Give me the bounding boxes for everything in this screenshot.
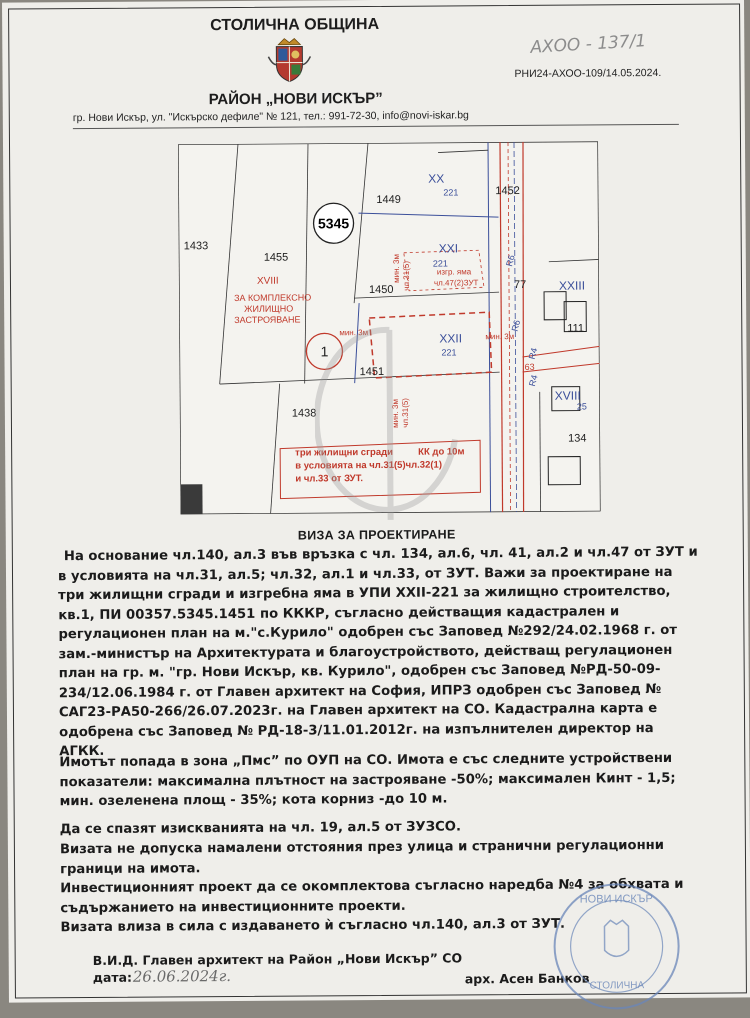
map-annotation: мин. 3м (339, 328, 368, 337)
handwritten-date: 26.06.2024г. (132, 967, 232, 986)
parcel-label: 1449 (376, 194, 401, 206)
date-label: дата: (92, 969, 133, 985)
map-annotation: чл.31(5) (402, 261, 411, 291)
body-paragraph-zone: Имотът попада в зона „Пмс” по ОУП на СО.… (59, 749, 699, 812)
zone-label: XVIII (257, 276, 279, 287)
zone-label: ЖИЛИЩНО (244, 304, 293, 314)
sofia-coat-of-arms-icon (267, 38, 312, 83)
buildings-note: в условията на чл.31(5)чл.32(1) (295, 460, 442, 472)
parcel-label: 1455 (264, 252, 289, 264)
upi-sub: 221 (443, 187, 458, 197)
parcel-label: 1451 (360, 366, 385, 378)
site-plan-map: 5345 1 1433 1455 1449 1452 1450 1451 143… (178, 141, 601, 515)
street-code: R6 (510, 319, 523, 333)
stamp-text: СТОЛИЧНА (590, 980, 645, 991)
parcel-label: 77 (514, 279, 526, 291)
municipality-title: СТОЛИЧНА ОБЩИНА (210, 15, 380, 35)
parcel-label: 1433 (184, 240, 209, 252)
map-annotation: чл.31(5) (401, 398, 410, 428)
upi-label: XXII (439, 331, 462, 345)
buildings-note: три жилищни сгради (295, 447, 393, 459)
upi-label: XVIII (555, 389, 581, 403)
circle-label: 1 (320, 343, 328, 359)
street-code: R4 (527, 347, 540, 361)
plot-number: 5345 (318, 215, 349, 231)
parcel-label: 1452 (495, 185, 520, 197)
parcel-label: 134 (568, 433, 586, 445)
upi-sub: 25 (577, 402, 587, 412)
parcel-label: 1450 (369, 284, 394, 296)
signatory-role: В.И.Д. Главен архитект на Район „Нови Ис… (92, 950, 463, 968)
body-paragraph-main: На основание чл.140, ал.3 във връзка с ч… (57, 544, 698, 760)
upi-label: XX (428, 172, 444, 186)
upi-sub: 221 (441, 347, 456, 357)
upi-label: XXI (439, 241, 458, 255)
map-annotation: изгр. яма (437, 267, 472, 276)
zone-label: ЗА КОМПЛЕКСНО (234, 292, 311, 303)
buildings-note: КК до 10м (418, 446, 464, 457)
parcel-label: 1438 (292, 407, 317, 419)
parcel-label: 111 (567, 323, 584, 335)
stamp-text: НОВИ ИСКЪР (580, 893, 653, 906)
street-code: R6 (504, 254, 517, 268)
map-annotation: мин. 3м (391, 399, 400, 428)
buildings-note: и чл.33 от ЗУТ. (295, 473, 363, 484)
watermark-logo (314, 326, 459, 520)
parcel-label: 63 (525, 362, 535, 372)
official-stamp: НОВИ ИСКЪР СТОЛИЧНА (553, 883, 680, 1010)
map-annotation: мин. 3м (392, 254, 401, 283)
body-paragraph-setbacks: Визата не допуска намалени отстояния пре… (59, 837, 665, 877)
map-annotation: чл.47(2)ЗУТ (434, 278, 479, 287)
upi-sub: 221 (433, 258, 448, 268)
upi-label: XXIII (559, 279, 585, 293)
registration-number: РНИ24-АХОО-109/14.05.2024. (514, 66, 662, 81)
zone-text-start: Имотът попада в зона (59, 753, 233, 771)
zone-code: „Пмс” (232, 753, 280, 769)
street-code: R4 (527, 374, 540, 388)
district-title: РАЙОН „НОВИ ИСКЪР” (208, 89, 383, 109)
zone-label: ЗАСТРОЯВАНЕ (234, 315, 300, 325)
map-annotation: мин. 3м (485, 332, 514, 341)
